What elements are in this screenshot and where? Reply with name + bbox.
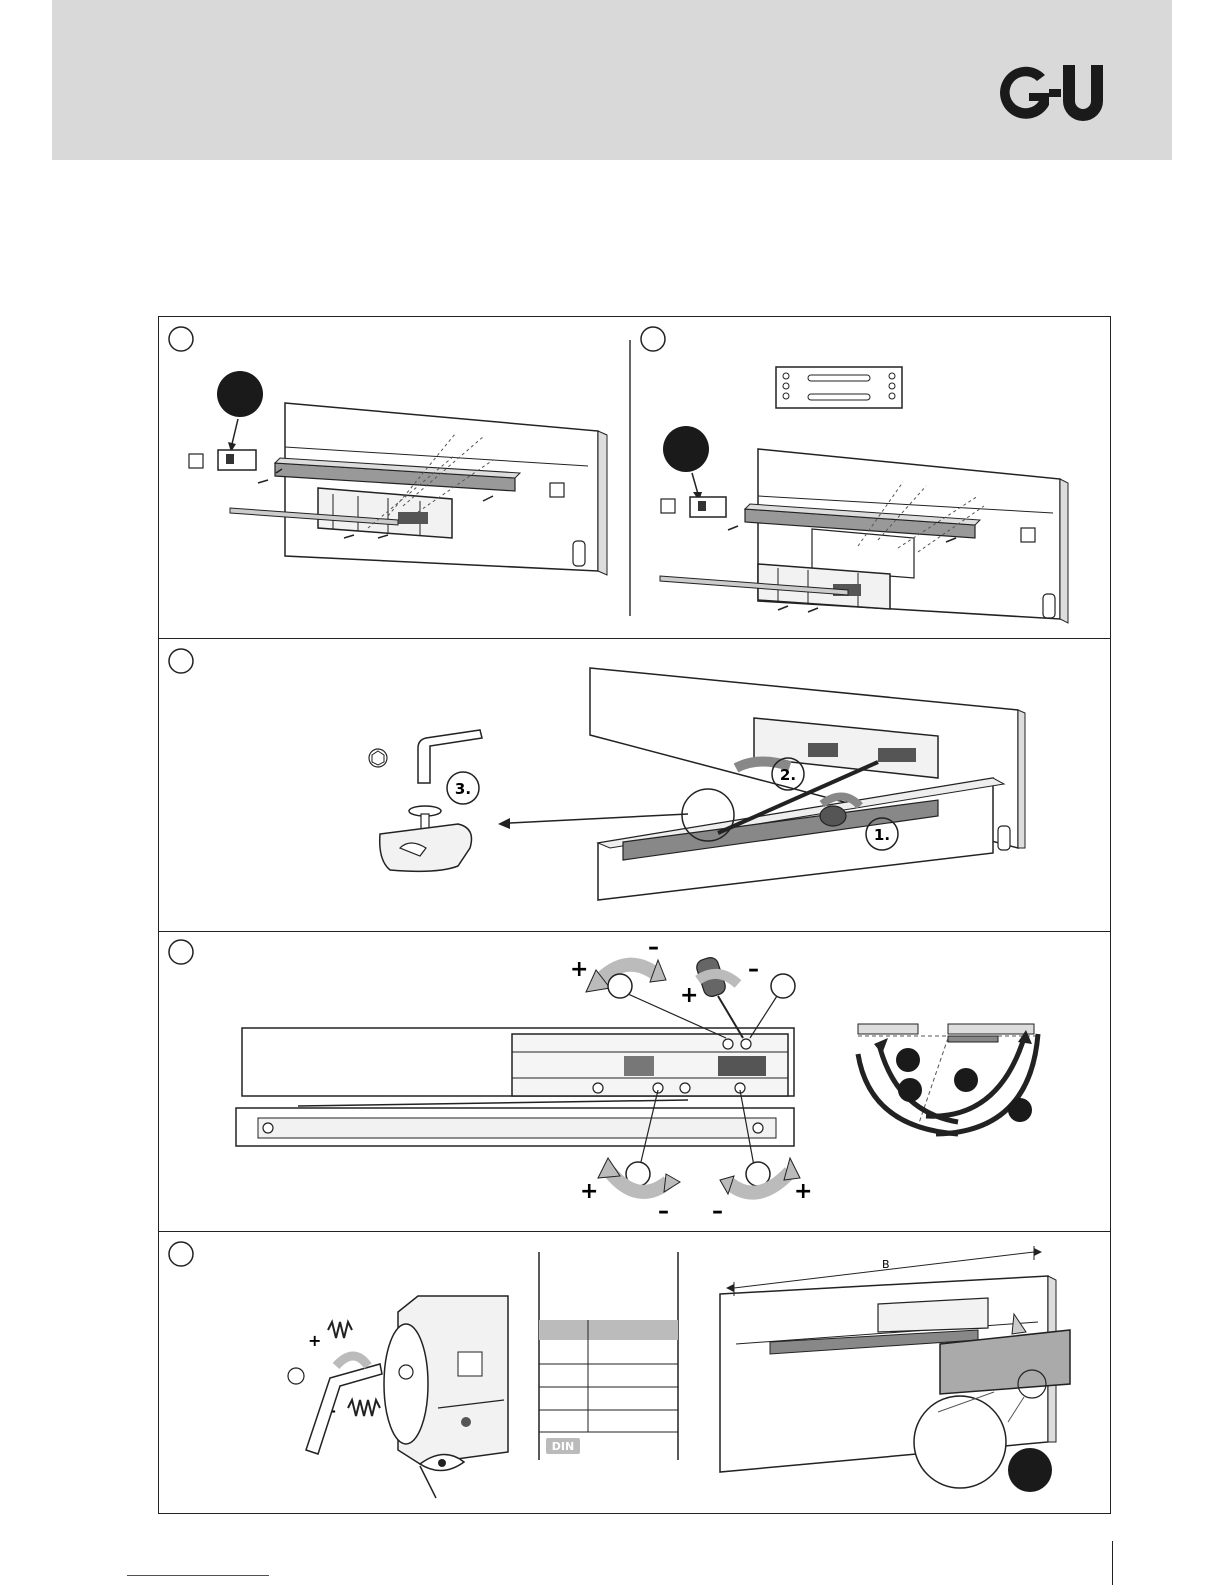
adjust-plus-1: + bbox=[570, 957, 588, 982]
step-2-label: 2. bbox=[780, 766, 796, 784]
adjust-plus-3: + bbox=[580, 1179, 598, 1204]
mount-illustration-row bbox=[158, 316, 1111, 638]
step-circle-c bbox=[169, 649, 193, 673]
adjust-minus-1: – bbox=[648, 935, 659, 960]
step-circle-b bbox=[641, 327, 665, 351]
step-circle-e bbox=[169, 1242, 193, 1266]
footer-page-marker bbox=[1112, 1541, 1113, 1585]
gu-logo bbox=[997, 61, 1117, 127]
adjust-minus-2: – bbox=[748, 957, 759, 982]
header-band bbox=[52, 0, 1172, 160]
adjust-minus-3: – bbox=[658, 1199, 669, 1224]
step-3-label: 3. bbox=[455, 780, 471, 798]
step-circle-a bbox=[169, 327, 193, 351]
cover-fitting-row: + – DIN B bbox=[158, 1232, 1111, 1514]
adjust-minus-4: – bbox=[712, 1199, 723, 1224]
step-circle-d bbox=[169, 940, 193, 964]
adjust-plus-4: + bbox=[794, 1179, 812, 1204]
din-label: DIN bbox=[552, 1440, 574, 1453]
arm-attachment-row: 3. 2. 1. bbox=[158, 638, 1111, 930]
spring-plus: + bbox=[308, 1331, 321, 1350]
adjust-plus-2: + bbox=[680, 983, 698, 1008]
dimension-b-label: B bbox=[882, 1258, 890, 1271]
footer-link-underline[interactable] bbox=[127, 1575, 269, 1576]
step-1-label: 1. bbox=[874, 826, 890, 844]
adjustment-row: + – + – + – – + bbox=[158, 930, 1111, 1232]
